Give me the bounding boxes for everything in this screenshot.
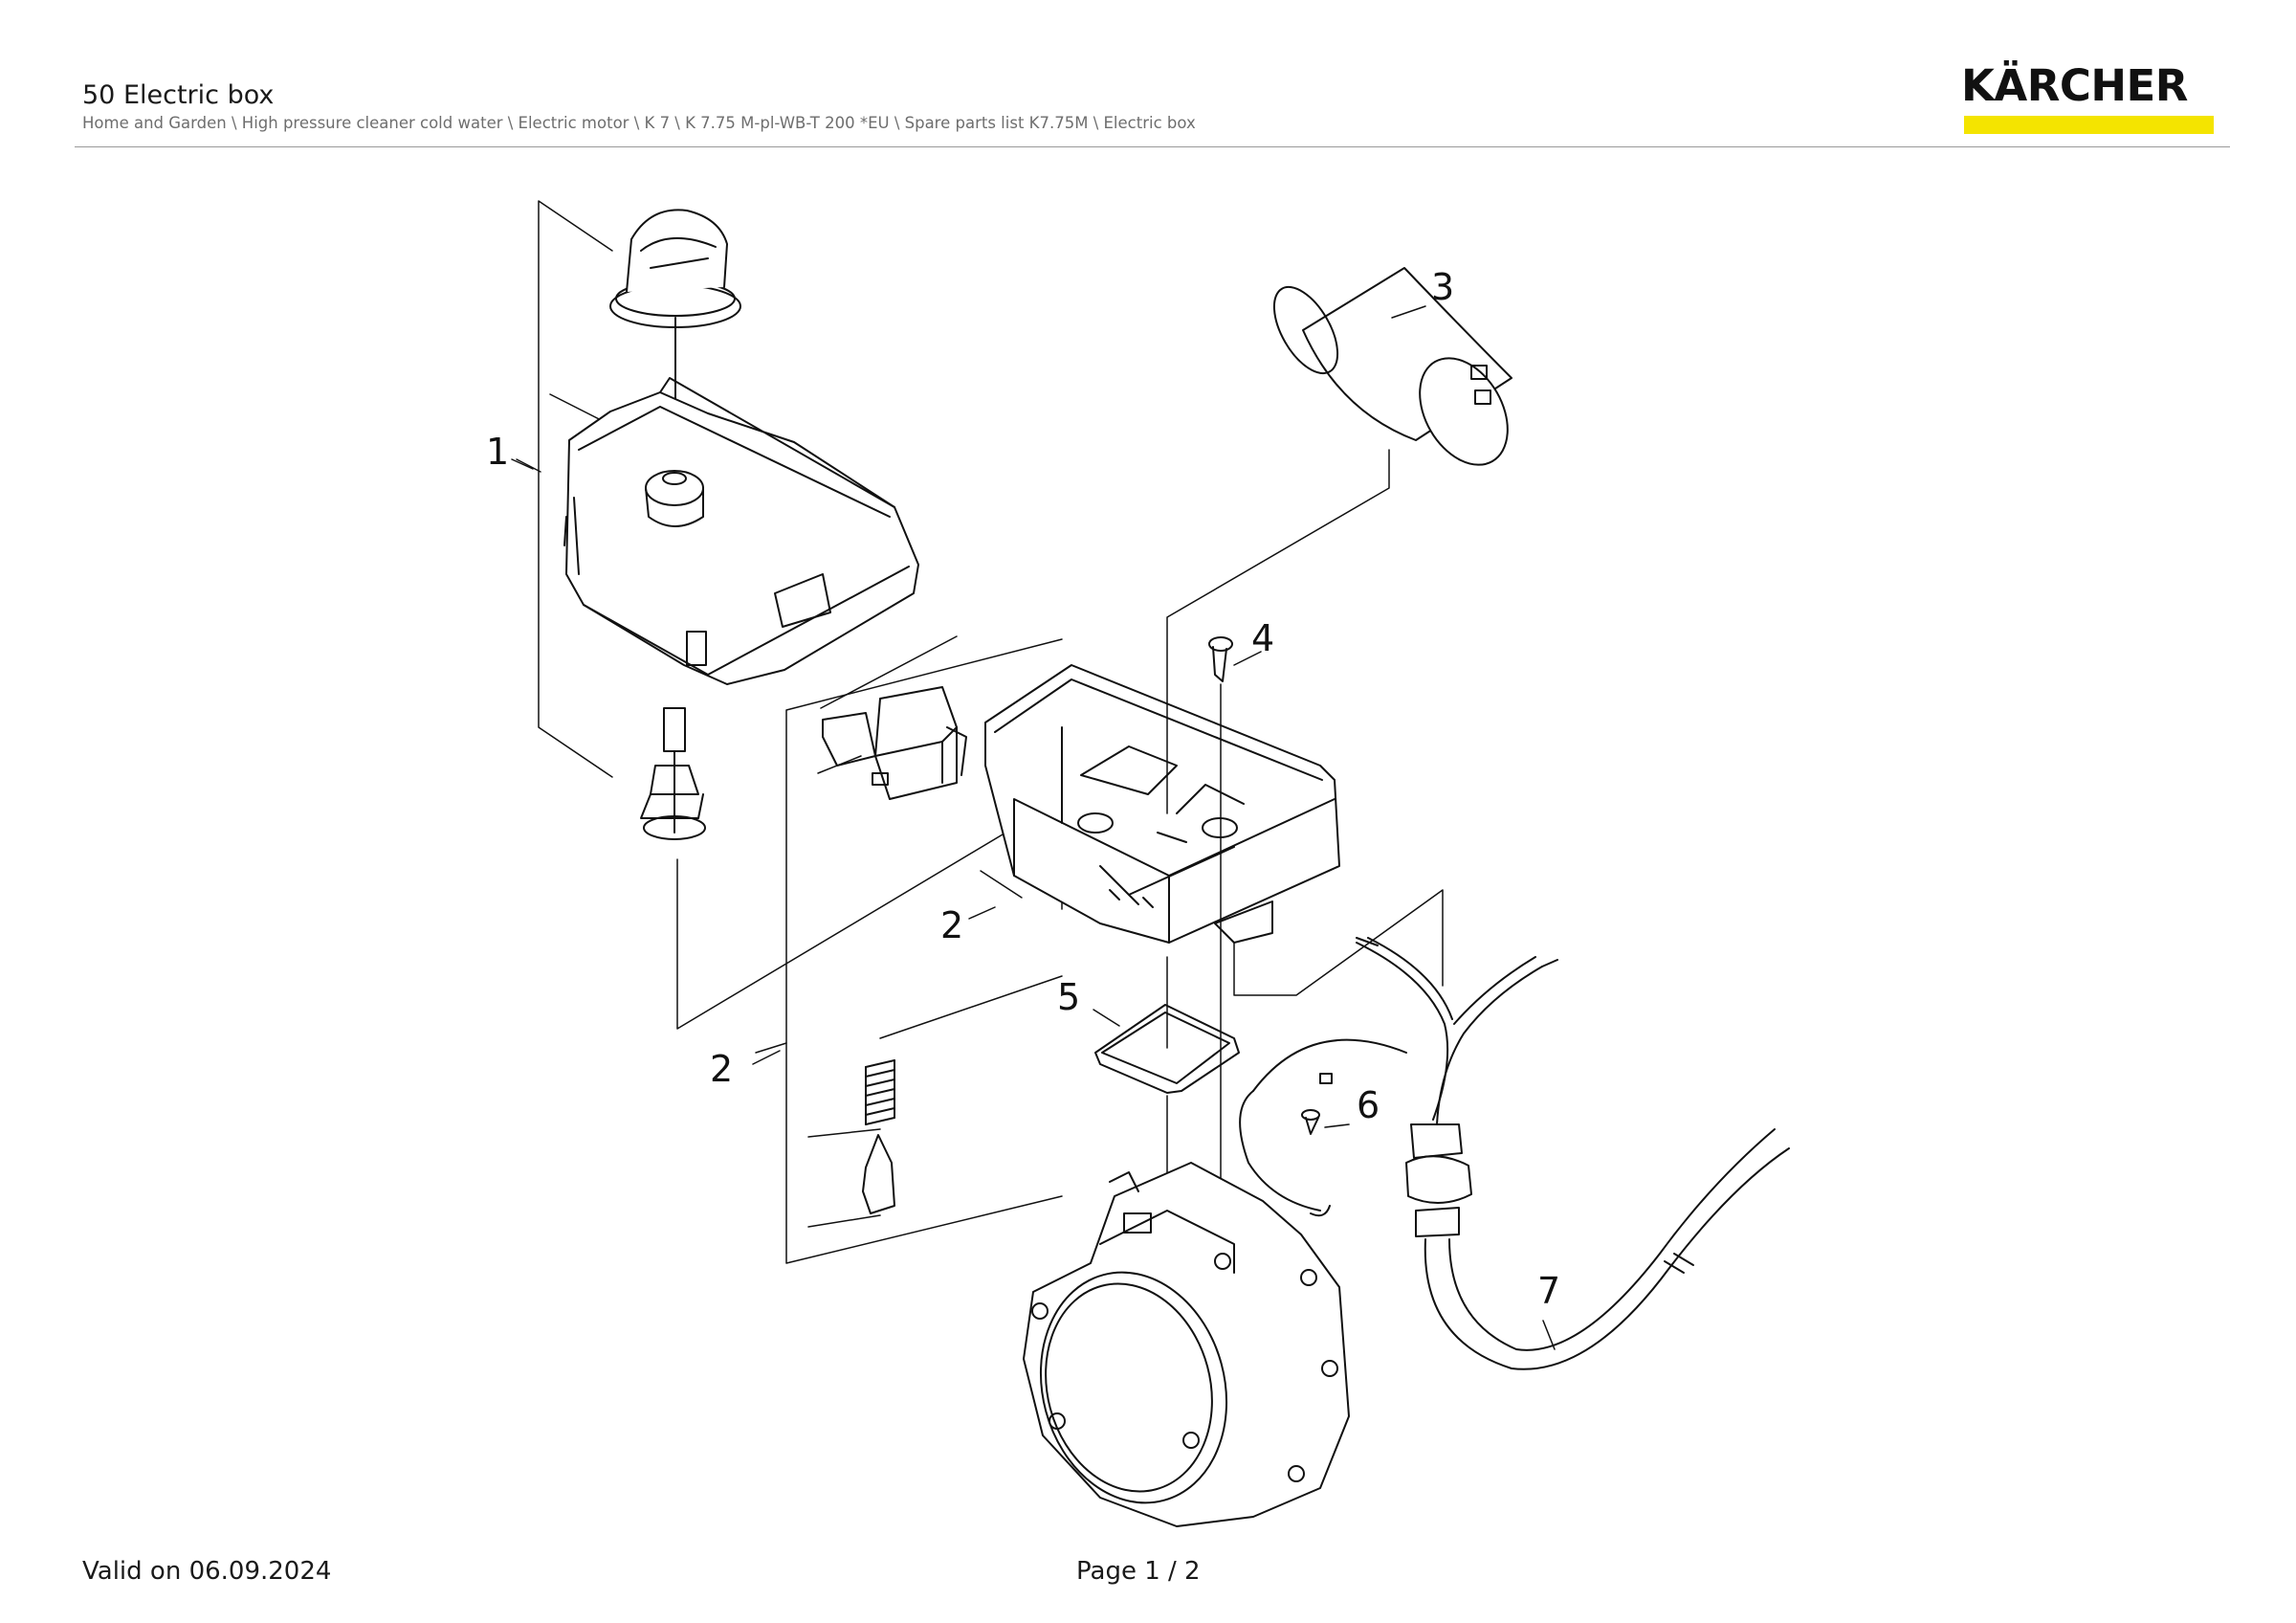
spring-part <box>862 1059 895 1214</box>
electric-box-housing <box>984 664 1340 944</box>
brand-logo: KÄRCHER <box>1961 60 2188 111</box>
page-title: 50 Electric box <box>82 80 275 110</box>
callout-2-lower: 2 <box>710 1048 733 1090</box>
microswitch-part <box>822 686 967 800</box>
valid-date: Valid on 06.09.2024 <box>82 1557 332 1586</box>
callout-7: 7 <box>1537 1270 1560 1312</box>
callout-1: 1 <box>486 431 509 473</box>
callout-2-upper: 2 <box>940 904 963 946</box>
callout-4: 4 <box>1251 617 1274 659</box>
knob-part <box>609 209 741 470</box>
screw-part <box>1208 636 1233 1259</box>
motor-flange-part <box>1023 1162 1350 1527</box>
callout-leaders <box>511 305 1556 1350</box>
header-divider <box>75 146 2230 147</box>
cable-bracket-lines <box>1233 889 1444 996</box>
brand-logo-bar <box>1964 116 2214 134</box>
page-number: Page 1 / 2 <box>1076 1557 1201 1586</box>
capacitor-part <box>1166 267 1512 814</box>
switch-shaft-part <box>640 707 706 840</box>
breadcrumb: Home and Garden \ High pressure cleaner … <box>82 114 1196 132</box>
callout-5: 5 <box>1057 976 1080 1018</box>
cover-part <box>563 377 919 685</box>
power-cable-part <box>1239 937 1790 1370</box>
callout-6: 6 <box>1357 1084 1380 1126</box>
callout-3: 3 <box>1431 266 1454 308</box>
